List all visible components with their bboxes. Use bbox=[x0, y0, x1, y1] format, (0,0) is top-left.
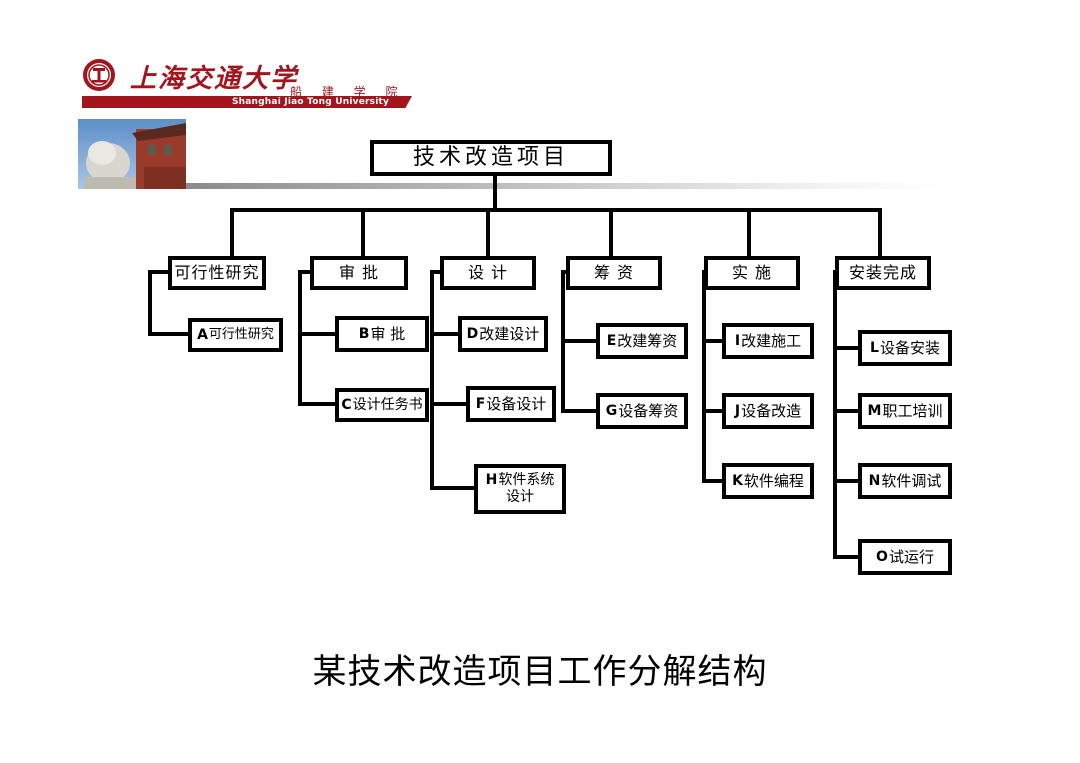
wbs-node-feasibility-study: 可行性研究 bbox=[168, 256, 266, 290]
university-name-cn: 上海交通大学 bbox=[130, 64, 299, 94]
task-code: K bbox=[732, 472, 743, 489]
task-code: O bbox=[876, 548, 888, 565]
wbs-node-financing: 筹 资 bbox=[566, 256, 662, 290]
task-label: 改建施工 bbox=[741, 332, 802, 350]
wbs-task-b: B 审 批 bbox=[335, 316, 429, 352]
task-code: J bbox=[734, 402, 741, 419]
task-label: 设备筹资 bbox=[618, 402, 679, 420]
task-code: G bbox=[605, 402, 618, 419]
university-emblem-icon bbox=[83, 59, 115, 91]
task-label: 设备改造 bbox=[741, 402, 802, 420]
task-label: 设计任务书 bbox=[352, 396, 423, 413]
task-label: 可行性研究 bbox=[208, 327, 274, 343]
task-label: 软件编程 bbox=[743, 472, 804, 490]
wbs-node-installation-complete: 安装完成 bbox=[835, 256, 931, 290]
task-label: 审 批 bbox=[370, 325, 406, 343]
wbs-root-node: 技术改造项目 bbox=[370, 140, 612, 176]
task-code: M bbox=[867, 402, 882, 419]
slide-header: 上海交通大学 船 建 学 院 Shanghai Jiao Tong Univer… bbox=[0, 0, 1080, 200]
task-label: 软件调试 bbox=[881, 472, 942, 490]
task-code: F bbox=[475, 395, 486, 412]
university-name-en: Shanghai Jiao Tong University bbox=[232, 97, 390, 107]
task-code: L bbox=[870, 339, 879, 356]
task-label: 职工培训 bbox=[882, 402, 943, 420]
college-name: 船 建 学 院 bbox=[290, 85, 406, 99]
task-label: 改建筹资 bbox=[617, 332, 678, 350]
wbs-node-design: 设 计 bbox=[440, 256, 536, 290]
task-label: 软件系统设计 bbox=[498, 472, 555, 505]
task-code: E bbox=[606, 332, 617, 349]
task-label: 设备安装 bbox=[879, 339, 940, 357]
task-code: N bbox=[868, 472, 881, 489]
header-red-bar bbox=[82, 96, 412, 108]
wbs-node-implementation: 实 施 bbox=[704, 256, 800, 290]
task-code: C bbox=[341, 396, 352, 413]
task-code: A bbox=[197, 326, 208, 343]
wbs-node-approval: 审 批 bbox=[310, 256, 408, 290]
task-label: 设备设计 bbox=[486, 395, 547, 413]
task-code: D bbox=[466, 325, 479, 342]
wbs-task-h: H软件系统设计 bbox=[474, 464, 566, 514]
header-divider-line bbox=[186, 183, 946, 189]
task-code: I bbox=[734, 332, 741, 349]
task-label: 试运行 bbox=[888, 548, 934, 566]
diagram-caption: 某技术改造项目工作分解结构 bbox=[312, 652, 768, 692]
task-code: H bbox=[485, 472, 498, 489]
task-label: 改建设计 bbox=[479, 325, 540, 343]
task-code: B bbox=[358, 325, 370, 342]
campus-photo-image bbox=[78, 119, 186, 189]
